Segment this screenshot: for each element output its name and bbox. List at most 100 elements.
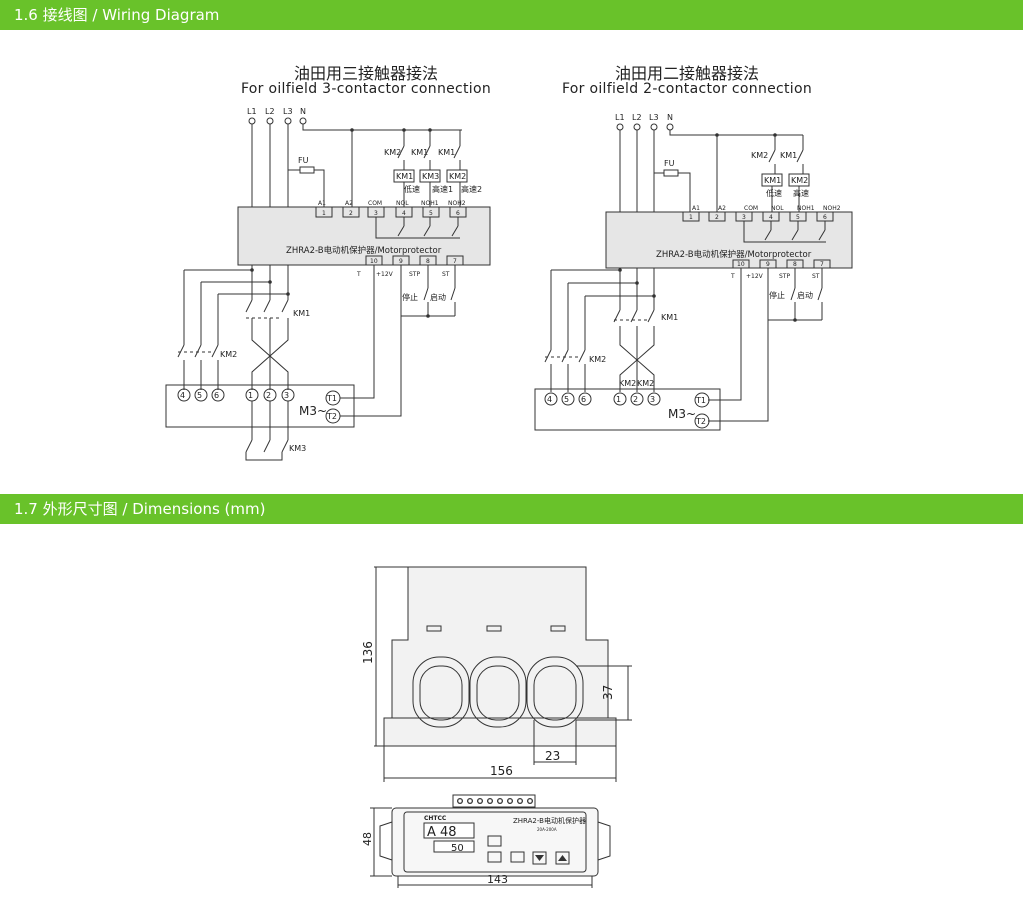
right-diagram-title-en: For oilfield 2-contactor connection [561,81,813,97]
right-bottom-label-st: ST [812,273,820,280]
dimensions-drawing: 136 37 23 156 48 143 CHTCC ZHRA2-B电动机保护器… [361,566,632,888]
right-motor-term-1: 1 [616,395,621,404]
left-contact-1: KM2 [384,148,401,157]
dim-front-height-48: 48 [361,832,374,846]
right-term-num-6: 6 [823,214,827,221]
right-motor-term-2: 2 [633,395,638,404]
right-km2-pair-2: KM2 [637,379,654,388]
right-contact-1: KM2 [751,151,768,160]
right-motor-label: M3~ [668,407,696,421]
left-km3-label: KM3 [289,444,306,453]
left-term-label-noh2: NOH2 [448,200,466,207]
front-display-top: A 48 [427,825,457,840]
right-label-l1: L1 [615,113,625,122]
right-bottom-term-9: 9 [766,261,770,268]
left-start-label: 启动 [430,292,446,302]
right-device-label: ZHRA2-B电动机保护器/Motorprotector [656,249,812,260]
left-t2-label: T2 [326,412,337,421]
right-bottom-label-t: T [730,273,735,280]
left-bottom-label-t: T [356,271,361,278]
right-t1-label: T1 [695,396,706,405]
left-wiring-diagram: L1 L2 L3 N FU KM2 KM1 KM1 KM1 KM3 KM2 低速… [165,107,491,461]
section-header-wiring: 1.6 接线图 / Wiring Diagram [0,0,1023,30]
left-label-fu: FU [298,156,309,165]
left-term-label-a1: A1 [318,200,326,207]
left-term-num-1: 1 [322,210,326,217]
right-term-label-noh1: NOH1 [797,205,815,212]
left-motor-term-2: 2 [266,391,271,400]
right-term-num-1: 1 [689,214,693,221]
left-bottom-term-7: 7 [453,258,457,265]
right-coil-2: KM2 [791,176,808,185]
left-bottom-term-10: 10 [370,258,378,265]
left-stop-label: 停止 [402,292,418,302]
right-label-l3: L3 [649,113,659,122]
left-label-n: N [300,107,306,116]
dim-height-136: 136 [361,641,375,664]
right-contact-2: KM1 [780,151,797,160]
left-motor-term-3: 3 [284,391,289,400]
right-km2-pair-1: KM2 [619,379,636,388]
left-term-num-2: 2 [349,210,353,217]
left-bottom-term-8: 8 [426,258,430,265]
right-coil-label-1: 低速 [766,188,782,198]
right-label-l2: L2 [632,113,642,122]
right-term-label-a2: A2 [718,205,726,212]
right-term-label-a1: A1 [692,205,700,212]
left-term-num-3: 3 [374,210,378,217]
right-coil-label-2: 高速 [793,188,809,198]
right-term-num-3: 3 [742,214,746,221]
left-coil-3: KM2 [449,172,466,181]
front-model: ZHRA2-B电动机保护器 [513,816,586,825]
left-term-label-noh1: NOH1 [421,200,439,207]
right-motor-term-6: 6 [581,395,586,404]
dim-front-width-143: 143 [487,873,508,886]
left-coil-2: KM3 [422,172,439,181]
left-contact-3: KM1 [438,148,455,157]
right-bottom-label-12v: +12V [746,273,764,280]
left-coil-label-2: 高速1 [432,184,453,194]
right-motor-term-3: 3 [650,395,655,404]
left-coil-label-1: 低速 [404,184,420,194]
left-label-l3: L3 [283,107,293,116]
right-bottom-term-7: 7 [820,261,824,268]
dim-hole-width-23: 23 [545,749,560,763]
left-bottom-label-st: ST [442,271,450,278]
left-km2-label: KM2 [220,350,237,359]
front-range: 20A-200A [537,827,557,832]
left-t1-label: T1 [326,394,337,403]
right-bottom-term-8: 8 [793,261,797,268]
left-term-num-6: 6 [456,210,460,217]
left-coil-1: KM1 [396,172,413,181]
section-header-dimensions: 1.7 外形尺寸图 / Dimensions (mm) [0,494,1023,524]
left-term-num-4: 4 [402,210,406,217]
right-bottom-term-10: 10 [737,261,745,268]
left-coil-label-3: 高速2 [461,184,482,194]
dim-hole-height-37: 37 [601,685,615,700]
right-term-label-noh2: NOH2 [823,205,841,212]
left-label-l1: L1 [247,107,257,116]
left-motor-term-5: 5 [197,391,202,400]
left-motor-term-6: 6 [214,391,219,400]
left-term-label-a2: A2 [345,200,353,207]
left-motor-term-4: 4 [180,391,185,400]
left-bottom-term-9: 9 [399,258,403,265]
right-motor-term-5: 5 [564,395,569,404]
left-motor-term-1: 1 [248,391,253,400]
dim-width-156: 156 [490,764,513,778]
right-coil-1: KM1 [764,176,781,185]
right-diagram-title-cn: 油田用二接触器接法 [614,64,759,83]
left-bottom-label-stp: STP [409,271,420,278]
right-label-fu: FU [664,159,675,168]
right-term-num-4: 4 [769,214,773,221]
left-diagram-title-en: For oilfield 3-contactor connection [240,81,492,97]
right-start-label: 启动 [797,290,813,300]
right-km1-label: KM1 [661,313,678,322]
left-term-label-com: COM [368,200,382,207]
right-term-label-nol: NOL [771,205,784,212]
left-diagram-title-cn: 油田用三接触器接法 [293,64,438,83]
front-brand: CHTCC [424,815,447,822]
right-term-num-2: 2 [715,214,719,221]
right-motor-term-4: 4 [547,395,552,404]
right-term-num-5: 5 [796,214,800,221]
